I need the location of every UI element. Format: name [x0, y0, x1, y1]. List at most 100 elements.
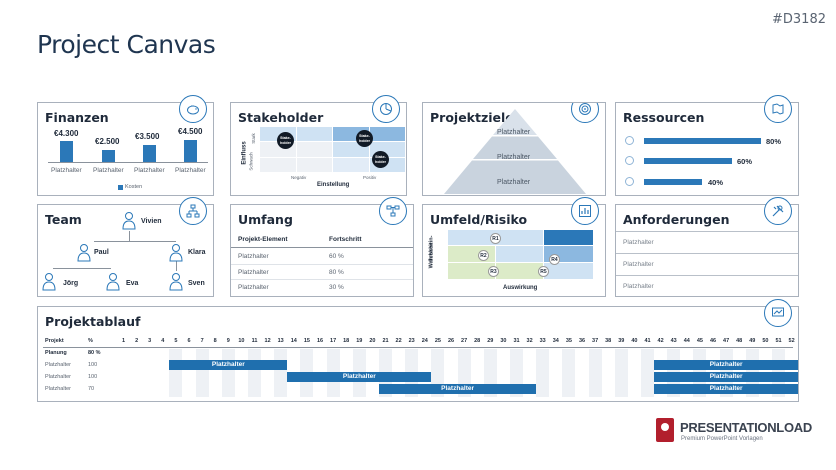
umfang-col-header: Fortschritt — [329, 236, 362, 243]
risk-matrix-cell — [544, 230, 593, 245]
person-icon — [168, 243, 184, 262]
stakeholder-x-high: Positiv — [363, 175, 377, 180]
gantt-col-project: Projekt — [45, 338, 64, 344]
panel-title: Projektablauf — [45, 314, 141, 329]
gantt-week-label: 6 — [187, 338, 191, 344]
gantt-week-label: 15 — [303, 338, 310, 344]
risk-label: R3 — [488, 266, 499, 277]
panel-title: Umfang — [238, 212, 293, 227]
gantt-week-label: 3 — [148, 338, 152, 344]
gantt-week-label: 48 — [736, 338, 743, 344]
risk-label: R2 — [478, 250, 489, 261]
gantt-week-label: 35 — [565, 338, 572, 344]
panel-umfang: Umfang Projekt-Element Fortschritt Platz… — [230, 197, 414, 297]
team-member-name: Paul — [94, 249, 109, 256]
table-row: Platzhalter 80 % — [231, 264, 413, 279]
gantt-week-label: 47 — [723, 338, 730, 344]
umfang-element: Platzhalter — [238, 253, 269, 260]
pie-chart-icon — [372, 95, 400, 123]
finanzen-bar — [60, 141, 73, 162]
panel-finanzen: Finanzen €4.300 €2.500 €3.500 €4.500 Pla… — [37, 95, 214, 196]
logo-subtitle: Premium PowerPoint Vorlagen — [681, 436, 763, 442]
org-chart-icon — [179, 197, 207, 225]
list-item: Platzhalter — [616, 231, 798, 253]
gantt-week-label: 21 — [382, 338, 389, 344]
gantt-week-label: 43 — [670, 338, 677, 344]
umfang-progress: 80 % — [329, 269, 344, 276]
gantt-week-column — [274, 349, 288, 397]
gantt-week-column — [641, 349, 655, 397]
gantt-week-label: 22 — [395, 338, 402, 344]
gantt-week-label: 52 — [788, 338, 795, 344]
map-icon — [764, 95, 792, 123]
finanzen-bar — [184, 140, 197, 162]
risk-matrix-cell — [496, 263, 543, 279]
resource-percent: 40% — [708, 178, 724, 187]
stakeholder-y-low: Schwach — [248, 152, 254, 171]
target-icon — [571, 103, 599, 123]
resource-percent: 80% — [766, 137, 782, 146]
gantt-week-label: 27 — [461, 338, 468, 344]
gantt-header-divider — [43, 347, 793, 348]
gantt-week-label: 37 — [592, 338, 599, 344]
panel-umfeld-risiko: Umfeld/Risiko Wahrschein- lichkeit R1 R2… — [422, 197, 606, 297]
goal-level-label: Platzhalter — [497, 179, 531, 186]
panel-team: Team Vivien Paul Klara Jörg Eva Sven — [37, 197, 214, 297]
gantt-week-label: 4 — [161, 338, 165, 344]
finanzen-category: Platzhalter — [134, 167, 165, 174]
gantt-week-label: 49 — [749, 338, 756, 344]
stakeholder-ylabel: Einfluss — [241, 141, 248, 165]
gantt-week-label: 14 — [290, 338, 297, 344]
stakeholder-grid — [260, 127, 406, 173]
goal-level-label: Platzhalter — [497, 129, 531, 136]
presentation-icon — [764, 299, 792, 327]
gantt-week-label: 34 — [552, 338, 559, 344]
gantt-week-label: 28 — [474, 338, 481, 344]
gantt-week-label: 29 — [487, 338, 494, 344]
stakeholder-grid-cell — [260, 157, 296, 172]
gantt-week-column — [588, 349, 602, 397]
gantt-week-label: 1 — [121, 338, 126, 344]
gantt-week-column — [248, 349, 262, 397]
gantt-bar: Platzhalter — [654, 360, 799, 370]
finanzen-axis — [48, 162, 208, 163]
gantt-week-label: 45 — [696, 338, 703, 344]
gantt-row-label: Platzhalter — [45, 362, 71, 368]
finanzen-category: Platzhalter — [93, 167, 124, 174]
finanzen-value: €3.500 — [135, 132, 160, 141]
finanzen-value: €2.500 — [95, 137, 120, 146]
gantt-week-column — [562, 349, 576, 397]
umfang-header-divider — [231, 247, 413, 248]
gantt-week-label: 39 — [618, 338, 625, 344]
gantt-week-label: 7 — [200, 338, 204, 344]
resource-bar — [644, 138, 761, 144]
resource-bar — [644, 179, 702, 185]
risk-matrix — [448, 230, 594, 280]
slide-id-tag: #D3182 — [772, 12, 826, 27]
team-connector — [176, 261, 177, 271]
goal-pyramid — [444, 109, 586, 194]
risk-matrix-cell — [544, 263, 593, 279]
stakeholder-y-high: Stark — [250, 133, 256, 144]
gantt-week-column — [536, 349, 550, 397]
person-icon — [105, 272, 121, 291]
gantt-week-label: 40 — [631, 338, 638, 344]
logo-name: PRESENTATIONLOAD — [680, 420, 812, 435]
table-row: Platzhalter 60 % — [231, 249, 413, 264]
panel-title: Umfeld/Risiko — [430, 212, 528, 227]
person-icon — [76, 243, 92, 262]
finanzen-bar — [102, 150, 115, 162]
gantt-row-label: Platzhalter — [45, 386, 71, 392]
gantt-week-label: 44 — [683, 338, 690, 344]
finanzen-category: Platzhalter — [51, 167, 82, 174]
gantt-bar: Platzhalter — [379, 384, 537, 394]
risk-xlabel: Auswirkung — [503, 285, 538, 291]
finanzen-legend-swatch — [118, 185, 123, 190]
stakeholder-xlabel: Einstellung — [317, 182, 350, 188]
gantt-week-label: 12 — [264, 338, 271, 344]
person-icon — [168, 272, 184, 291]
stakeholder-grid-cell — [296, 127, 332, 142]
resource-bar — [644, 158, 732, 164]
